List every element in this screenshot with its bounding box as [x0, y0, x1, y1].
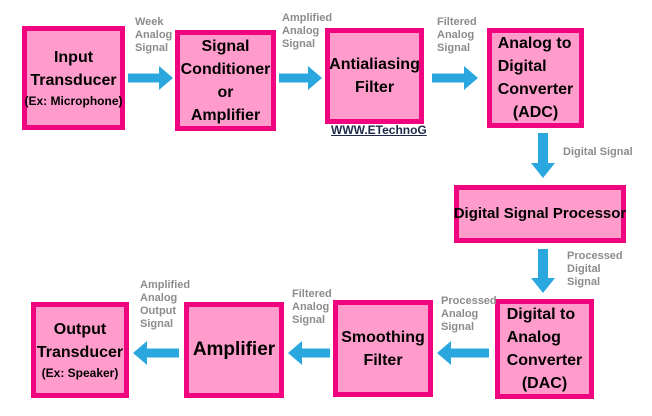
node-text-line: Conditioner	[180, 60, 271, 78]
label-line: Digital Signal	[563, 146, 633, 158]
label-line: Analog	[441, 308, 479, 320]
label-line: Filtered	[437, 16, 477, 28]
label-line: Signal	[441, 321, 475, 333]
node-text-line: Analog	[506, 329, 561, 346]
arrow-head	[531, 163, 555, 178]
arrow-head	[531, 278, 555, 293]
node-signal-conditioner: Signal Conditioner or Amplifier	[175, 30, 276, 131]
node-text-line: Analog to	[497, 35, 572, 52]
arrow-head	[133, 341, 147, 365]
label-line: Signal	[567, 276, 601, 288]
node-text-line: Amplifier	[190, 106, 261, 124]
node-amplifier: Amplifier	[184, 302, 284, 398]
arrow-head	[464, 66, 478, 90]
arrow-shaft	[538, 249, 548, 278]
label-digital-signal: Digital Signal	[563, 146, 633, 159]
node-digital-signal-processor: Digital Signal Processor	[454, 185, 626, 243]
arrow-shaft	[301, 348, 330, 358]
label-processed-digital-signal: Processed Digital Signal	[567, 250, 623, 289]
node-text-line: Transducer	[30, 72, 117, 89]
label-line: Digital	[567, 263, 601, 275]
arrow-shaft	[450, 348, 489, 358]
label-line: Filtered	[292, 288, 332, 300]
label-line: Signal	[135, 42, 169, 54]
node-text-line: Input	[53, 49, 94, 66]
node-output-transducer: Output Transducer (Ex: Speaker)	[31, 302, 129, 398]
label-line: Analog	[292, 301, 330, 313]
arrow-left-icon	[288, 341, 330, 365]
arrow-right-icon	[279, 66, 322, 90]
arrow-shaft	[538, 133, 548, 163]
label-line: Processed	[441, 295, 497, 307]
arrow-head	[288, 341, 302, 365]
label-filtered-analog-signal-bottom: Filtered Analog Signal	[292, 288, 332, 327]
node-antialiasing-filter: Antialiasing Filter	[325, 28, 424, 124]
node-text-block: Digital to Analog Converter (DAC)	[507, 303, 583, 395]
arrow-down-icon	[531, 133, 555, 178]
node-adc: Analog to Digital Converter (ADC)	[487, 28, 584, 128]
node-text-line: Signal	[201, 37, 250, 55]
arrow-shaft	[128, 73, 160, 83]
node-text-block: Analog to Digital Converter (ADC)	[498, 32, 574, 124]
node-text-line: Amplifier	[192, 339, 276, 360]
label-filtered-analog-signal-top: Filtered Analog Signal	[437, 16, 477, 55]
label-amplified-analog-output-signal: Amplified Analog Output Signal	[140, 279, 190, 331]
node-text-line: Antialiasing	[329, 56, 420, 73]
label-line: Amplified	[140, 279, 191, 291]
node-text-line: Smoothing	[341, 328, 425, 346]
arrow-head	[437, 341, 451, 365]
arrow-left-icon	[133, 341, 179, 365]
label-line: Analog	[135, 29, 173, 41]
node-text-line: Converter	[506, 352, 583, 369]
label-line: Analog	[437, 29, 475, 41]
node-text-line: (ADC)	[512, 104, 559, 121]
arrow-down-icon	[531, 249, 555, 293]
node-text-line: Filter	[363, 351, 403, 369]
label-line: Signal	[140, 318, 174, 330]
arrow-left-icon	[437, 341, 489, 365]
node-text-sub: (Ex: Speaker)	[41, 366, 119, 380]
label-amplified-analog-signal: Amplified Analog Signal	[282, 12, 332, 51]
label-line: Analog	[282, 25, 320, 37]
node-text-line: Digital to	[506, 306, 576, 323]
arrow-right-icon	[432, 66, 478, 90]
label-line: Signal	[437, 42, 471, 54]
node-text-line: Filter	[354, 79, 395, 96]
label-line: Output	[140, 305, 177, 317]
node-text-line: Digital Signal Processor	[453, 205, 627, 222]
node-dac: Digital to Analog Converter (DAC)	[495, 299, 594, 399]
label-line: Week	[135, 16, 164, 28]
node-text-line: or	[217, 83, 234, 101]
label-line: Signal	[282, 38, 316, 50]
arrow-shaft	[146, 348, 179, 358]
node-text-line: Digital	[497, 58, 547, 75]
label-week-analog-signal: Week Analog Signal	[135, 16, 172, 55]
label-processed-analog-signal: Processed Analog Signal	[441, 295, 497, 334]
node-text-line: Converter	[497, 81, 574, 98]
node-text-sub: (Ex: Microphone)	[24, 94, 123, 108]
arrow-head	[308, 66, 322, 90]
node-text-line: (DAC)	[521, 375, 568, 392]
label-line: Processed	[567, 250, 623, 262]
node-smoothing-filter: Smoothing Filter	[333, 300, 433, 397]
arrow-shaft	[432, 73, 465, 83]
node-text-line: Transducer	[36, 344, 124, 361]
label-line: Amplified	[282, 12, 333, 24]
watermark-text: WWW.ETechnoG	[331, 123, 427, 137]
arrow-head	[159, 66, 173, 90]
arrow-shaft	[279, 73, 309, 83]
label-line: Signal	[292, 314, 326, 326]
arrow-right-icon	[128, 66, 173, 90]
node-text-line: Output	[53, 321, 107, 338]
node-input-transducer: Input Transducer (Ex: Microphone)	[22, 26, 125, 130]
label-line: Analog	[140, 292, 178, 304]
